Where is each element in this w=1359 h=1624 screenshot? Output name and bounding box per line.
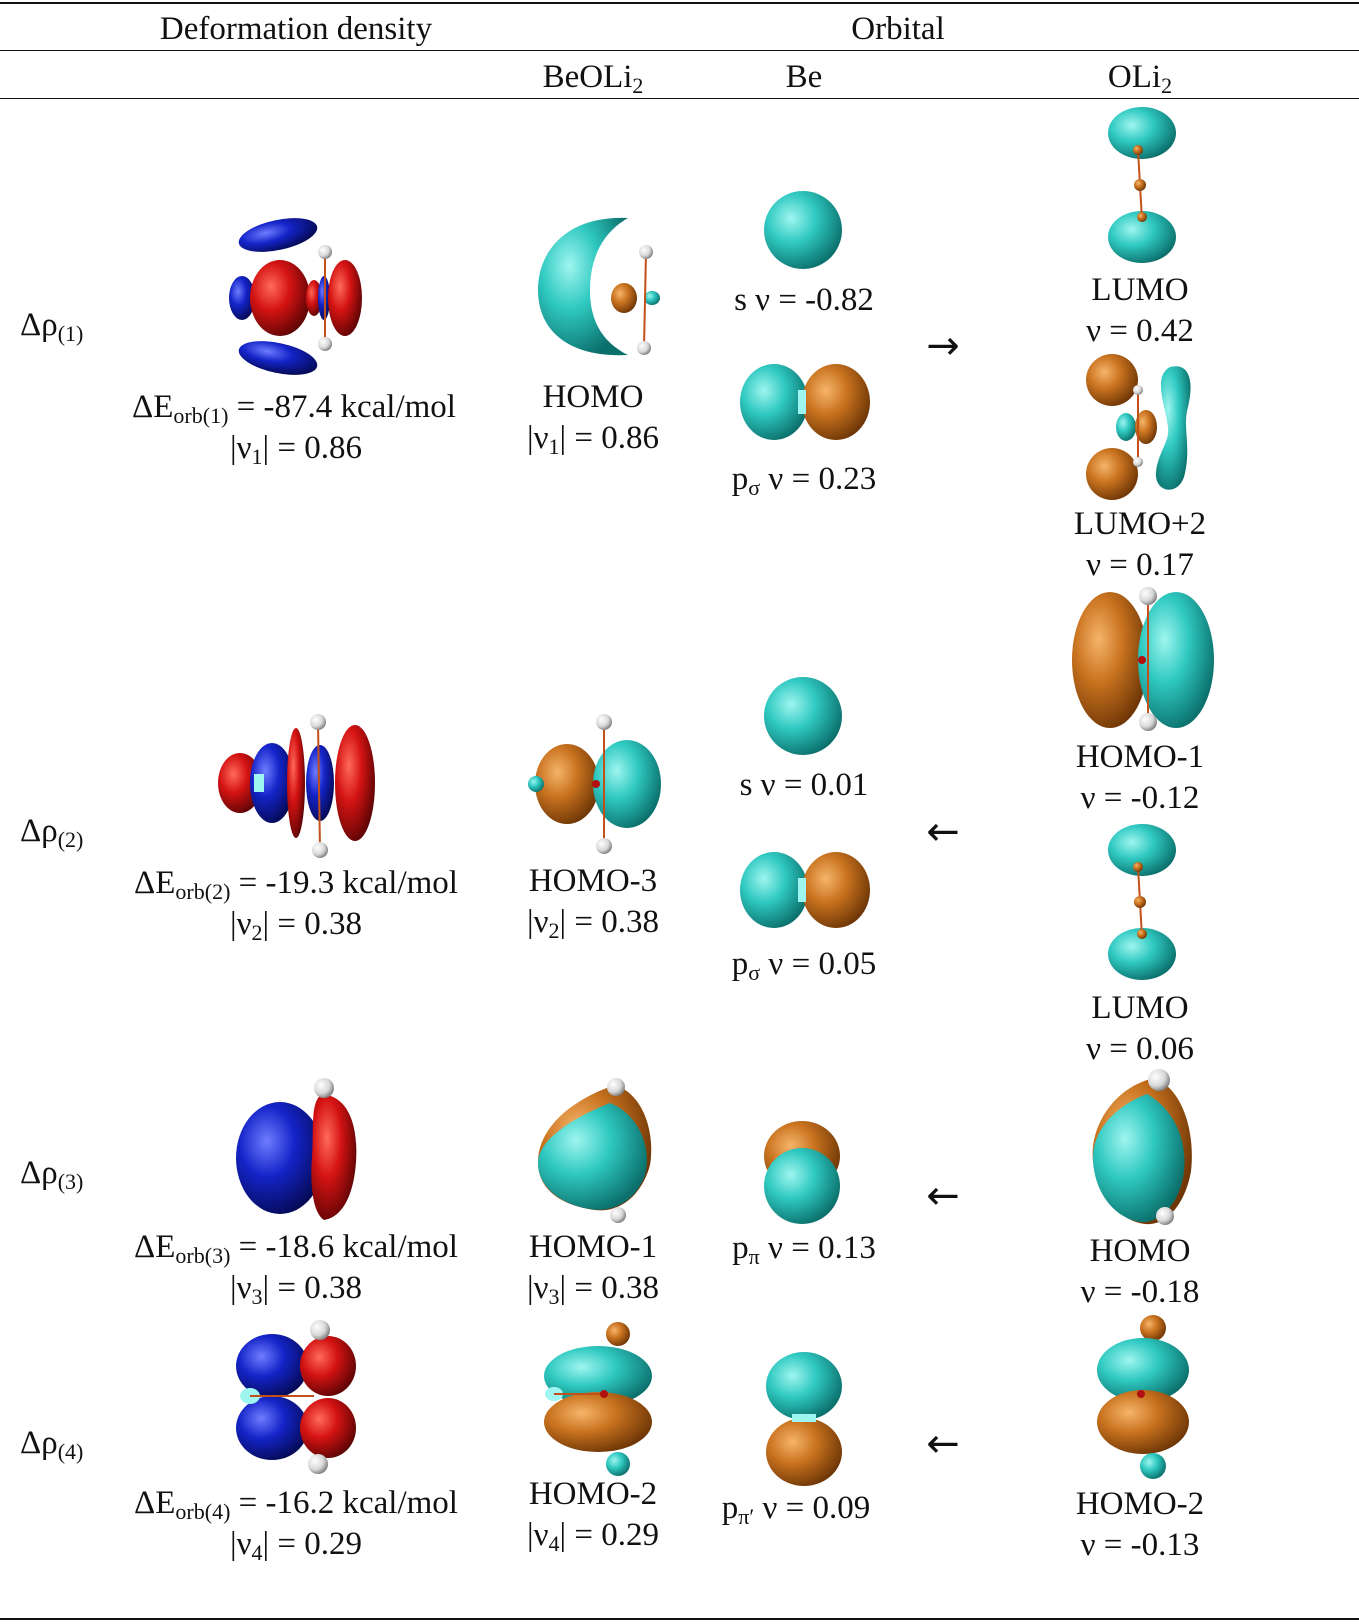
row4-delta-e-orb: ΔEorb(4) = -16.2 kcal/mol: [134, 1485, 458, 1524]
header-deformation-density: Deformation density: [159, 11, 433, 47]
row2-beoli2-homo3-image: [528, 714, 661, 854]
row1-deformation-density-image: [229, 218, 362, 375]
row4-beoli2-nu: |ν4| = 0.29: [527, 1517, 659, 1556]
row1-arrow: →: [926, 323, 960, 369]
row2-oli2-orbital-2-nu: ν = 0.06: [1086, 1031, 1194, 1067]
header-beoli2: BeOLi2: [542, 59, 644, 98]
row3-be-p-pi-orbital-image: [764, 1121, 840, 1224]
row4-oli2-orbital-1-nu: ν = -0.13: [1080, 1527, 1200, 1563]
row3-beoli2-nu: |ν3| = 0.38: [527, 1270, 659, 1309]
row3-label: Δρ(3): [20, 1155, 84, 1194]
row2-nu-abs: |ν2| = 0.38: [230, 906, 362, 945]
row3-oli2-orbital-1-name: HOMO: [1089, 1233, 1191, 1269]
row3-delta-e-orb: ΔEorb(3) = -18.6 kcal/mol: [134, 1229, 458, 1268]
row2-label: Δρ(2): [20, 813, 84, 852]
row4-beoli2-orbital-name: HOMO-2: [528, 1476, 658, 1512]
row2-oli2-homo1-image: [1072, 587, 1214, 731]
row1-oli2-orbital-1-nu: ν = 0.42: [1086, 313, 1194, 349]
header-bottom-rule: [0, 98, 1359, 99]
header-be: Be: [785, 59, 823, 95]
row1-label: Δρ(1): [20, 307, 84, 346]
row1-beoli2-homo-image: [538, 217, 660, 356]
row2-beoli2-orbital-name: HOMO-3: [528, 863, 658, 899]
header-mid-rule: [0, 50, 1359, 51]
row2-oli2-lumo-image: [1108, 824, 1176, 980]
row1-oli2-orbital-1-name: LUMO: [1091, 272, 1189, 308]
row4-oli2-orbital-1-name: HOMO-2: [1075, 1486, 1205, 1522]
row2-be-p-sigma-orbital-image: [740, 852, 870, 928]
row3-beoli2-homo1-image: [537, 1078, 652, 1223]
row1-be-p-sigma-label: pσ ν = 0.23: [731, 461, 877, 500]
row1-be-p-sigma-orbital-image: [740, 364, 870, 440]
row1-delta-e-orb: ΔEorb(1) = -87.4 kcal/mol: [132, 389, 456, 428]
row2-oli2-orbital-1-nu: ν = -0.12: [1080, 780, 1200, 816]
row1-be-s-label: s ν = -0.82: [734, 282, 874, 318]
row2-arrow: ←: [926, 809, 960, 855]
header-orbital: Orbital: [851, 11, 945, 47]
row3-oli2-homo-image: [1092, 1069, 1192, 1225]
row1-beoli2-nu: |ν1| = 0.86: [527, 420, 659, 459]
row3-be-p-pi-label: pπ ν = 0.13: [732, 1230, 876, 1269]
row2-oli2-orbital-1-name: HOMO-1: [1075, 739, 1205, 775]
row3-deformation-density-image: [236, 1078, 357, 1220]
row1-oli2-lumo2-image: [1086, 354, 1191, 500]
row3-oli2-orbital-1-nu: ν = -0.18: [1080, 1274, 1200, 1310]
row1-oli2-orbital-2-name: LUMO+2: [1073, 506, 1207, 542]
row4-oli2-homo2-image: [1097, 1315, 1189, 1479]
row1-beoli2-orbital-name: HOMO: [542, 379, 644, 415]
row4-deformation-density-image: [236, 1320, 356, 1474]
row3-beoli2-orbital-name: HOMO-1: [528, 1229, 658, 1265]
row3-nu-abs: |ν3| = 0.38: [230, 1270, 362, 1309]
row2-delta-e-orb: ΔEorb(2) = -19.3 kcal/mol: [134, 865, 458, 904]
row4-nu-abs: |ν4| = 0.29: [230, 1526, 362, 1565]
row1-be-s-orbital-image: [764, 191, 842, 269]
row2-be-p-sigma-label: pσ ν = 0.05: [731, 946, 877, 985]
row1-oli2-lumo-image: [1108, 107, 1176, 263]
table-bottom-rule: [0, 1618, 1359, 1620]
row4-label: Δρ(4): [20, 1425, 84, 1464]
row2-be-s-label: s ν = 0.01: [739, 767, 869, 803]
row4-arrow: ←: [926, 1421, 960, 1467]
row3-arrow: ←: [926, 1173, 960, 1219]
row4-be-p-pi-prime-label: pπ′ ν = 0.09: [721, 1490, 871, 1529]
row2-be-s-orbital-image: [764, 677, 842, 755]
table-top-rule: [0, 2, 1359, 4]
row2-oli2-orbital-2-name: LUMO: [1091, 990, 1189, 1026]
header-oli2: OLi2: [1107, 59, 1173, 98]
row2-beoli2-nu: |ν2| = 0.38: [527, 904, 659, 943]
row2-deformation-density-image: [218, 714, 375, 858]
row4-be-p-pi-prime-orbital-image: [766, 1352, 842, 1486]
row4-beoli2-homo2-image: [544, 1322, 652, 1476]
row1-nu-abs: |ν1| = 0.86: [230, 430, 362, 469]
row1-oli2-orbital-2-nu: ν = 0.17: [1086, 547, 1194, 583]
